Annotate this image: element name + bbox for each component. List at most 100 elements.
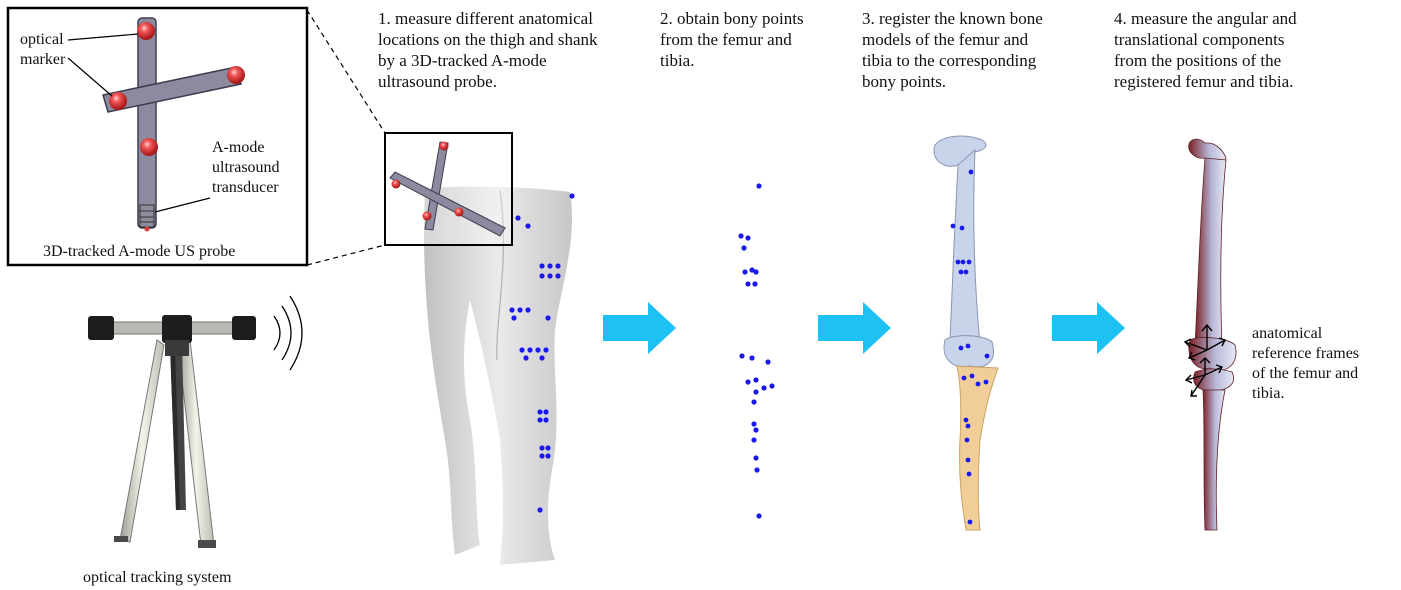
measurement-point	[769, 383, 774, 388]
measurement-point	[539, 263, 544, 268]
measurement-point	[745, 281, 750, 286]
measurement-point	[745, 379, 750, 384]
measurement-point	[739, 353, 744, 358]
measurement-point	[539, 453, 544, 458]
zoom-connector	[307, 245, 385, 265]
measurement-point	[525, 307, 530, 312]
step-line: tibia.	[660, 50, 804, 71]
registered-bone-models	[934, 136, 998, 530]
measurement-point	[543, 409, 548, 414]
measurement-point	[751, 399, 756, 404]
measurement-point	[964, 270, 969, 275]
measurement-point	[753, 269, 758, 274]
step-line: translational components	[1114, 29, 1297, 50]
label-line: marker	[20, 50, 65, 70]
step-line: locations on the thigh and shank	[378, 29, 598, 50]
measurement-point	[951, 224, 956, 229]
measurement-point	[761, 385, 766, 390]
measurement-point	[753, 455, 758, 460]
marker-sphere	[109, 92, 127, 110]
measurement-point	[959, 270, 964, 275]
measurement-point	[751, 421, 756, 426]
step-line: from the positions of the	[1114, 50, 1297, 71]
reference-frames-label: anatomical reference frames of the femur…	[1252, 324, 1359, 404]
optical-marker-label: optical marker	[20, 30, 65, 70]
step-line: tibia to the corresponding	[862, 50, 1043, 71]
measurement-point	[511, 315, 516, 320]
step-line: registered femur and tibia.	[1114, 71, 1297, 92]
measurement-point	[969, 170, 974, 175]
measurement-point	[753, 389, 758, 394]
marker-sphere	[137, 22, 155, 40]
measurement-point	[753, 427, 758, 432]
measurement-point	[961, 260, 966, 265]
step-line: from the femur and	[660, 29, 804, 50]
measurement-point	[976, 382, 981, 387]
step-line: 2. obtain bony points	[660, 8, 804, 29]
step-line: bony points.	[862, 71, 1043, 92]
measurement-point	[966, 344, 971, 349]
measurement-point	[537, 507, 542, 512]
measurement-point	[984, 380, 989, 385]
measurement-point	[970, 374, 975, 379]
flow-arrow	[603, 302, 676, 354]
measurement-point	[985, 354, 990, 359]
probe-inset	[385, 133, 512, 245]
measurement-point	[547, 273, 552, 278]
step-line: 4. measure the angular and	[1114, 8, 1297, 29]
signal-wave	[282, 306, 291, 360]
flow-arrows	[603, 302, 1125, 354]
measurement-point	[752, 281, 757, 286]
label-line: ultrasound	[212, 158, 280, 178]
measurement-point	[545, 453, 550, 458]
zoom-connector	[307, 10, 385, 133]
label-line: optical	[20, 30, 65, 50]
step-line: 3. register the known bone	[862, 8, 1043, 29]
measurement-point	[517, 307, 522, 312]
measurement-point	[741, 245, 746, 250]
label-line: reference frames	[1252, 344, 1359, 364]
measurement-point	[960, 226, 965, 231]
measurement-point	[968, 520, 973, 525]
measurement-point	[738, 233, 743, 238]
measurement-point	[545, 445, 550, 450]
step-line: ultrasound probe.	[378, 71, 598, 92]
flow-arrow	[818, 302, 891, 354]
signal-wave	[290, 296, 302, 370]
measurement-point	[539, 355, 544, 360]
measurement-point	[966, 458, 971, 463]
measurement-point	[753, 377, 758, 382]
step-line: models of the femur and	[862, 29, 1043, 50]
label-line: of the femur and	[1252, 364, 1359, 384]
measurement-point	[537, 409, 542, 414]
femur-tibia-model	[1189, 139, 1236, 530]
measurement-point	[962, 376, 967, 381]
marker-sphere	[140, 138, 158, 156]
probe-panel-caption: 3D-tracked A-mode US probe	[43, 242, 235, 262]
step-2-description: 2. obtain bony points from the femur and…	[660, 8, 804, 71]
measurement-point	[547, 263, 552, 268]
step-1-description: 1. measure different anatomical location…	[378, 8, 598, 92]
measurement-point	[754, 467, 759, 472]
marker-sphere	[227, 66, 245, 84]
measurement-point	[569, 193, 574, 198]
measurement-point	[523, 355, 528, 360]
measurement-point	[545, 315, 550, 320]
label-line: transducer	[212, 178, 280, 198]
measurement-point	[535, 347, 540, 352]
flow-arrow	[1052, 302, 1125, 354]
measurement-point	[539, 273, 544, 278]
step-line: 1. measure different anatomical	[378, 8, 598, 29]
measurement-point	[555, 273, 560, 278]
step-line: by a 3D-tracked A-mode	[378, 50, 598, 71]
label-line: anatomical	[1252, 324, 1359, 344]
signal-wave	[274, 316, 280, 350]
measurement-point	[543, 417, 548, 422]
measurement-point	[756, 513, 761, 518]
measurement-point	[543, 347, 548, 352]
measurement-point	[537, 417, 542, 422]
measurement-point	[527, 347, 532, 352]
measurement-point	[515, 215, 520, 220]
measurement-point	[749, 355, 754, 360]
measurement-point	[765, 359, 770, 364]
